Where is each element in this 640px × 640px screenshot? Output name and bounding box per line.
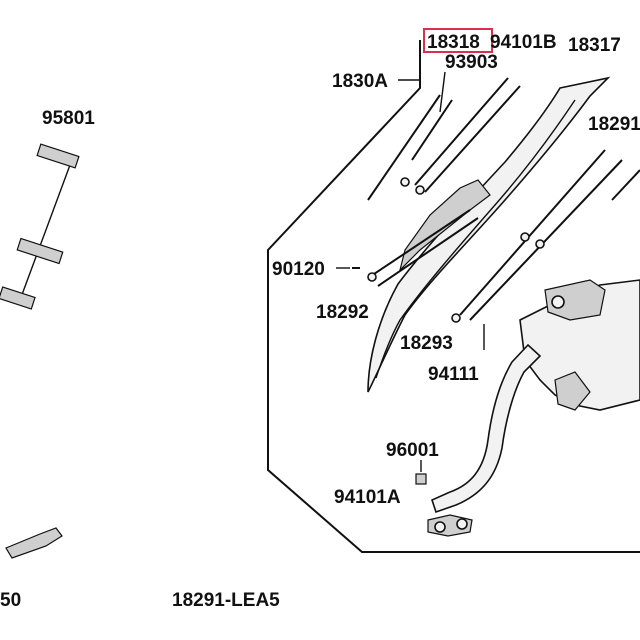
washer-3 (367, 272, 377, 282)
label-18291-LEA5: 18291-LEA5 (172, 590, 280, 611)
label-94111: 94111 (428, 364, 479, 385)
label-18293: 18293 (400, 333, 453, 354)
label-18291: 18291 (588, 114, 640, 135)
bolt-95801-c (0, 286, 36, 310)
label-95801: 95801 (42, 108, 95, 129)
bolt-1830A (367, 94, 441, 201)
bolt-18292 (367, 209, 471, 279)
exhaust-pipe (431, 343, 542, 514)
label-1830A: 1830A (332, 71, 388, 92)
bolt-18291 (611, 169, 640, 201)
bolt-18293-a (459, 149, 606, 316)
heat-shield-bracket (398, 179, 491, 272)
washer-1 (400, 177, 410, 187)
muffler-bracket (544, 279, 606, 321)
bolt-18292-b (377, 217, 479, 287)
heat-shield-part (367, 76, 611, 393)
bolt-94101B-a (414, 77, 509, 186)
label-18317: 18317 (568, 35, 621, 56)
label-90120: 90120 (272, 259, 325, 280)
label-96001: 96001 (386, 440, 439, 461)
bolt-93903 (411, 99, 453, 161)
heat-shield-inner-edge (375, 99, 576, 379)
bolt-95801-b (16, 237, 64, 265)
bolt-95801-a (36, 143, 80, 169)
label-94101B: 94101B (490, 32, 557, 53)
label-18318: 18318 (427, 32, 480, 53)
flange-bolt-right (456, 518, 468, 530)
washer-5 (520, 232, 530, 242)
label-50: 50 (0, 590, 21, 611)
oxygen-sensor-part (5, 527, 63, 559)
label-94101A: 94101A (334, 487, 401, 508)
bolt-95801-leader (19, 164, 71, 301)
muffler-mount-hole (551, 295, 565, 309)
leader-93903 (439, 71, 446, 113)
bolt-94101B-b (424, 85, 521, 193)
washer-4 (451, 313, 461, 323)
highlight-box (423, 28, 493, 53)
clip-96001 (415, 473, 427, 485)
bolt-18293-b (469, 159, 623, 321)
flange-bolt-left (434, 521, 446, 533)
label-18292: 18292 (316, 302, 369, 323)
washer-2 (415, 185, 425, 195)
washer-6 (535, 239, 545, 249)
label-93903: 93903 (445, 52, 498, 73)
muffler-stand (554, 371, 591, 411)
